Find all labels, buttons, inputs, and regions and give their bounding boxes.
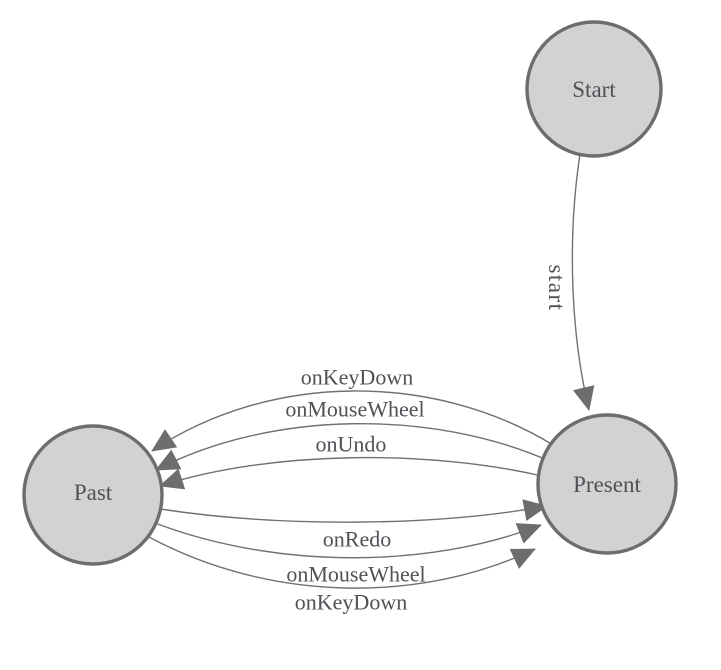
edge-path-onundo: [159, 456, 543, 490]
edge-path-onmousewheel-bottom: [154, 522, 542, 559]
node-start-circle[interactable]: [525, 20, 663, 158]
edge-present-to-past-onundo: onUndo: [159, 432, 543, 490]
edge-label-onundo: onUndo: [316, 432, 387, 457]
edge-path-onmousewheel-top: [155, 422, 548, 471]
edge-label-start: start: [544, 264, 569, 311]
node-start-label: Start: [572, 77, 616, 102]
edge-label-onkeydown-bottom: onKeyDown: [295, 590, 407, 615]
edge-path-start: [571, 153, 595, 411]
edge-past-to-present-onkeydown: onKeyDown: [148, 536, 536, 615]
node-start[interactable]: Start: [525, 20, 663, 158]
edge-label-onmousewheel-bottom: onMouseWheel: [286, 562, 425, 587]
edge-present-to-past-onkeydown: onKeyDown: [151, 365, 554, 452]
edge-present-to-past-onmousewheel: onMouseWheel: [155, 397, 548, 471]
node-past-circle[interactable]: [22, 424, 164, 566]
edge-path-onkeydown-bottom: [148, 536, 536, 589]
edge-start-to-present: start: [544, 153, 595, 411]
node-present[interactable]: Present: [536, 413, 678, 555]
edge-path-onredo: [159, 499, 548, 523]
node-present-label: Present: [573, 472, 641, 497]
node-past[interactable]: Past: [22, 424, 164, 566]
edge-label-onkeydown-top: onKeyDown: [301, 365, 413, 390]
node-past-label: Past: [74, 480, 113, 505]
edge-past-to-present-onmousewheel: onMouseWheel: [154, 522, 542, 587]
edge-label-onmousewheel-top: onMouseWheel: [285, 397, 424, 422]
edge-path-onkeydown-top: [151, 390, 554, 452]
node-present-circle[interactable]: [536, 413, 678, 555]
edge-label-onredo: onRedo: [323, 527, 391, 552]
edge-past-to-present-onredo: onRedo: [159, 499, 548, 552]
